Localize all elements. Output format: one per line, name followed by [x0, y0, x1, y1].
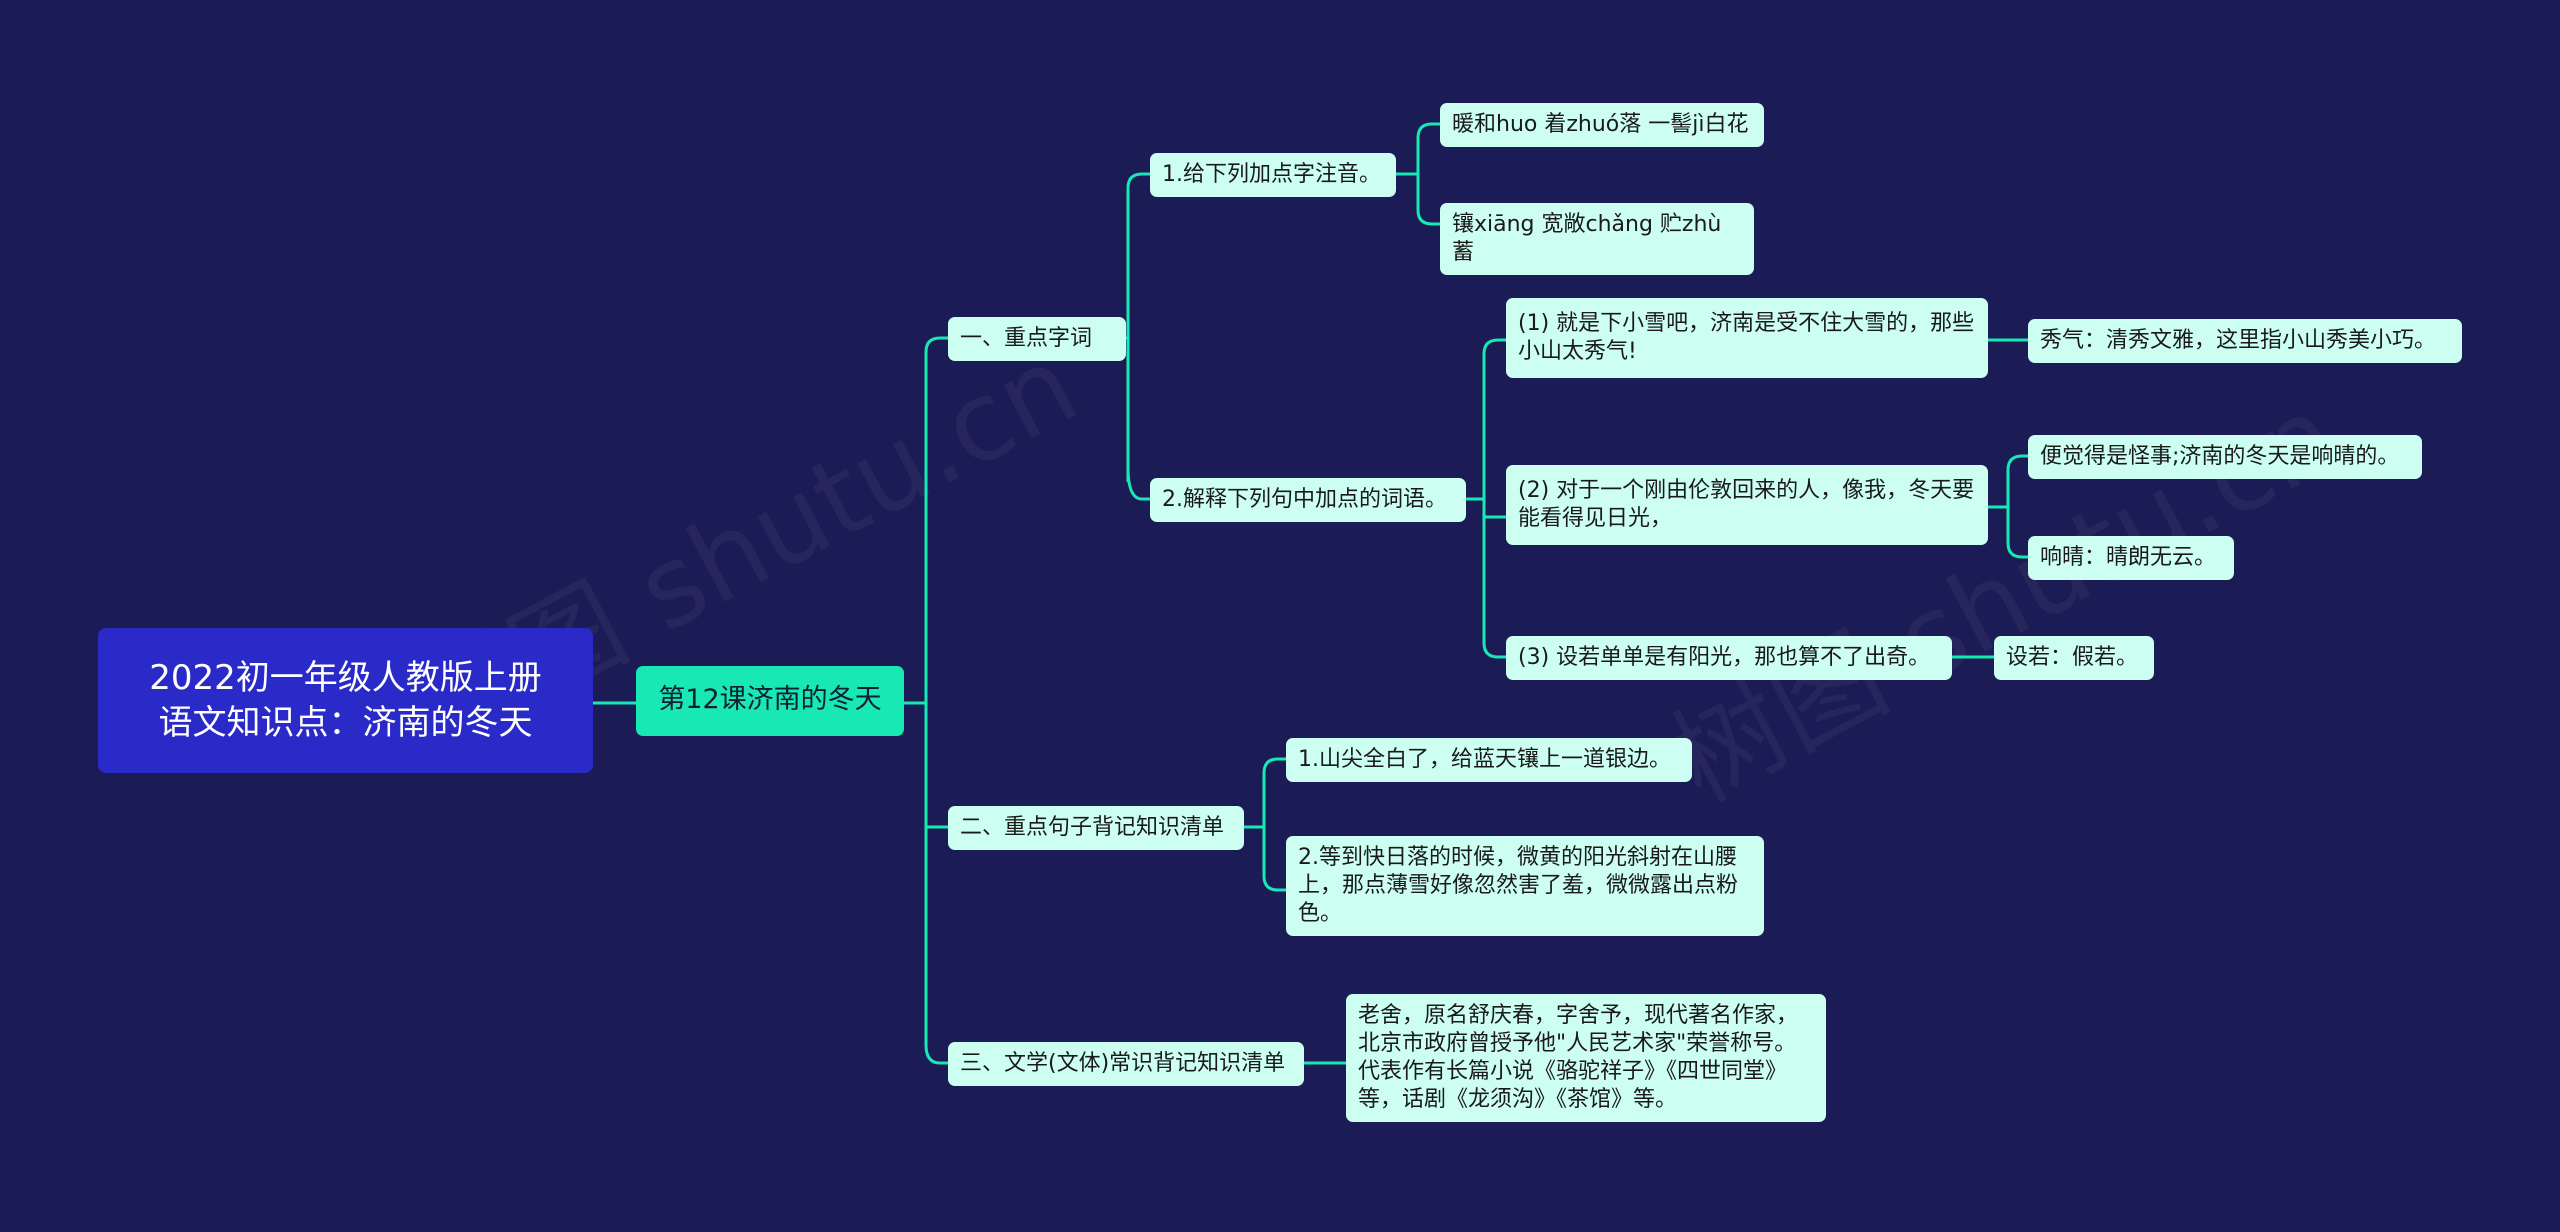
explanation-item[interactable]: 响晴：晴朗无云。	[2028, 536, 2234, 580]
root-topic[interactable]: 2022初一年级人教版上册 语文知识点：济南的冬天	[98, 628, 593, 773]
question-pinyin[interactable]: 1.给下列加点字注音。	[1150, 153, 1396, 197]
explanation-item[interactable]: 秀气：清秀文雅，这里指小山秀美小巧。	[2028, 319, 2462, 363]
connector-q2-subs	[1464, 338, 1508, 659]
pinyin-item[interactable]: 暖和huo 着zhuó落 一髻jì白花	[1440, 103, 1764, 147]
connector-s1-questions	[1124, 172, 1152, 501]
connector-s2-items	[1242, 757, 1288, 892]
main-topic[interactable]: 第12课济南的冬天	[636, 666, 904, 736]
sentence-item[interactable]: (3) 设若单单是有阳光，那也算不了出奇。	[1506, 636, 1952, 680]
sentence-item[interactable]: 2.等到快日落的时候，微黄的阳光斜射在山腰上，那点薄雪好像忽然害了羞，微微露出点…	[1286, 836, 1764, 936]
section-literature[interactable]: 三、文学(文体)常识背记知识清单	[948, 1042, 1304, 1086]
sentence-item[interactable]: 1.山尖全白了，给蓝天镶上一道银边。	[1286, 738, 1692, 782]
sentence-item[interactable]: (1) 就是下小雪吧，济南是受不住大雪的，那些小山太秀气!	[1506, 298, 1988, 378]
section-key-words[interactable]: 一、重点字词	[948, 317, 1126, 361]
explanation-item[interactable]: 便觉得是怪事;济南的冬天是响晴的。	[2028, 435, 2422, 479]
pinyin-item[interactable]: 镶xiāng 宽敞chǎng 贮zhù蓄	[1440, 203, 1754, 275]
literature-item[interactable]: 老舍，原名舒庆春，字舍予，现代著名作家，北京市政府曾授予他"人民艺术家"荣誉称号…	[1346, 994, 1826, 1122]
explanation-item[interactable]: 设若：假若。	[1994, 636, 2154, 680]
sentence-item[interactable]: (2) 对于一个刚由伦敦回来的人，像我，冬天要能看得见日光，	[1506, 465, 1988, 545]
connector-sub2-answers	[1986, 454, 2030, 559]
connector-q1-items	[1394, 122, 1442, 226]
question-explain[interactable]: 2.解释下列句中加点的词语。	[1150, 478, 1466, 522]
connector-main-sections	[902, 336, 950, 1065]
section-key-sentences[interactable]: 二、重点句子背记知识清单	[948, 806, 1244, 850]
